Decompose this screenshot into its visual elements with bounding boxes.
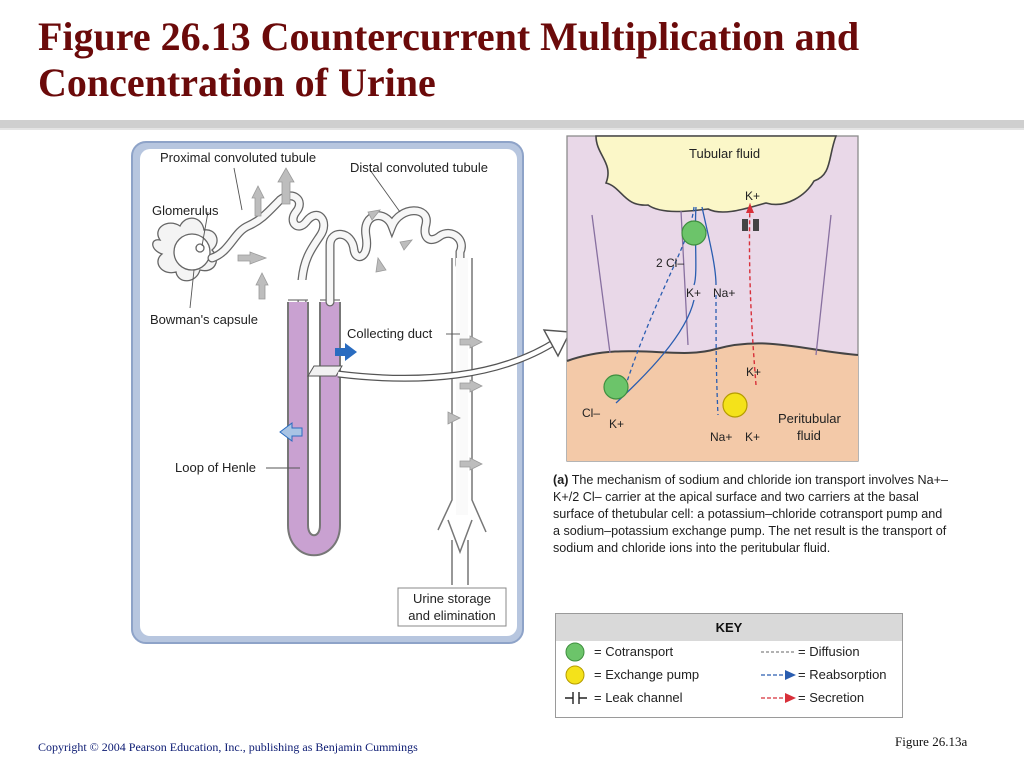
key-exchange-pump-label: = Exchange pump <box>594 667 700 682</box>
caption-tag: (a) <box>553 473 569 487</box>
peritubular-region <box>567 343 858 461</box>
key-reabsorption-label: = Reabsorption <box>798 667 887 682</box>
tubular-fluid-label: Tubular fluid <box>689 146 761 161</box>
collecting-duct-label: Collecting duct <box>347 326 433 341</box>
urine-storage-label-line1: Urine storage <box>412 591 492 606</box>
glomerulus-label: Glomerulus <box>152 203 219 218</box>
tubular-fluid-region <box>595 135 838 213</box>
leak-channel-key-icon <box>565 692 587 704</box>
k-plus-label-secretion: K+ <box>746 365 762 379</box>
reabsorption-key-icon <box>761 670 796 680</box>
reabsorption-arrow-upper <box>335 343 357 361</box>
proximal-tubule-label: Proximal convoluted tubule <box>160 150 317 165</box>
zoom-connector <box>337 329 572 382</box>
k-plus-label-basal: K+ <box>609 417 625 431</box>
k-plus-label-apical: K+ <box>686 286 702 300</box>
na-plus-label-apical: Na+ <box>713 286 736 300</box>
copyright-notice: Copyright © 2004 Pearson Education, Inc.… <box>38 740 418 754</box>
figure-reference: Figure 26.13a <box>895 734 968 749</box>
bowmans-capsule-label: Bowman's capsule <box>150 312 258 327</box>
caption-text: The mechanism of sodium and chloride ion… <box>553 473 948 555</box>
cotransport-key-icon <box>565 642 585 662</box>
nephron-diagram <box>131 141 524 644</box>
key-cotransport-label: = Cotransport <box>594 644 674 659</box>
key-box: KEY = Cotransport = Exchange pump = Leak… <box>555 613 903 718</box>
key-icons <box>565 642 796 704</box>
cotransport-basal <box>603 374 629 400</box>
title-divider <box>0 120 1024 128</box>
peritubular-fluid-label-line2: fluid <box>797 428 821 443</box>
peritubular-fluid-label-line1: Peritubular <box>778 411 841 426</box>
cotransport-apical <box>681 220 707 246</box>
urine-label-box <box>397 587 507 627</box>
k-plus-label-top: K+ <box>745 189 761 203</box>
two-cl-label: 2 Cl– <box>656 256 685 270</box>
reabsorption-arrow-lower <box>279 422 303 442</box>
k-plus-label-pump: K+ <box>745 430 761 444</box>
loop-of-henle-label: Loop of Henle <box>175 460 256 475</box>
key-diffusion-label: = Diffusion <box>798 644 860 659</box>
key-secretion-label: = Secretion <box>798 690 865 705</box>
exchange-pump-key-icon <box>565 665 585 685</box>
urine-storage-label-line2: and elimination <box>408 608 496 623</box>
key-leak-channel-label: = Leak channel <box>594 690 683 705</box>
cell-detail-diagram <box>566 135 859 462</box>
na-plus-label-basal: Na+ <box>710 430 733 444</box>
figure-caption: (a) The mechanism of sodium and chloride… <box>553 472 948 557</box>
key-title: KEY <box>556 614 902 641</box>
section-marker <box>307 365 343 377</box>
distal-tubule-label: Distal convoluted tubule <box>350 160 489 175</box>
slide-title: Figure 26.13 Countercurrent Multiplicati… <box>38 14 860 105</box>
flow-arrows <box>237 167 483 471</box>
exchange-pump-basal <box>722 392 748 418</box>
cl-minus-label-basal: Cl– <box>582 406 601 420</box>
title-divider-shadow <box>0 128 1024 130</box>
secretion-key-icon <box>761 693 796 703</box>
